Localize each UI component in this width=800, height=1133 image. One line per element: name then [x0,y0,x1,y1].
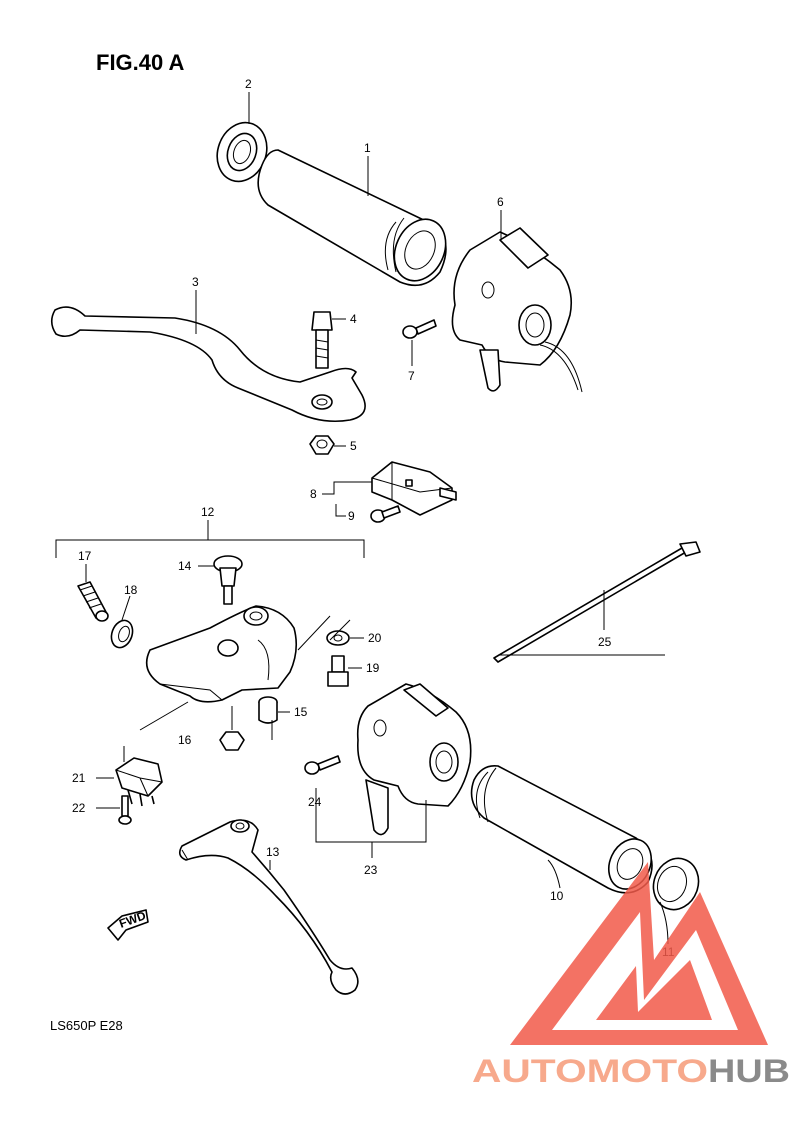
part-22-screw [118,795,132,825]
part-15-bushing [258,696,278,724]
part-label-21: 21 [72,771,86,785]
part-label-25: 25 [598,635,612,649]
part-4-pivot-bolt [311,311,333,369]
part-label-17: 17 [78,549,92,563]
part-1-throttle-tube [257,149,447,287]
part-label-1: 1 [364,141,371,155]
figure-title: FIG.40 A [96,50,185,75]
part-label-24: 24 [308,795,322,809]
part-3-brake-lever [50,306,366,423]
part-label-9: 9 [348,509,355,523]
part-16-nut [219,731,245,751]
part-7-screw [402,319,437,339]
part-label-6: 6 [497,195,504,209]
part-label-15: 15 [294,705,308,719]
leader-lines [85,92,669,945]
part-24-screw [304,755,341,775]
part-21-clutch-switch [115,757,163,807]
part-label-19: 19 [366,661,380,675]
part-11-end-cap [652,857,700,911]
part-25-cable-tie [493,541,701,663]
part-6-right-switch-housing [451,227,583,393]
part-18-locknut [110,619,134,649]
part-12-group-bracket [55,539,365,558]
part-19-bolt [327,655,349,687]
part-14-pin [213,555,243,605]
part-label-22: 22 [72,801,86,815]
fwd-arrow-icon: FWD [107,908,149,941]
part-label-8: 8 [310,487,317,501]
part-label-23: 23 [364,863,378,877]
part-label-16: 16 [178,733,192,747]
part-9-screw [370,505,401,523]
part-label-12: 12 [201,505,215,519]
part-17-adjuster [77,581,109,622]
part-label-14: 14 [178,559,192,573]
part-label-5: 5 [350,439,357,453]
watermark-logo-icon [510,862,768,1045]
part-23-left-switch-housing [356,683,472,836]
part-13-clutch-lever [178,819,359,995]
part-5-nut [309,435,335,455]
watermark-text: AUTOMOTO HUB [472,1053,790,1089]
part-8-brake-switch [371,461,457,516]
part-12-lever-holder [145,605,298,703]
part-label-10: 10 [550,889,564,903]
part-number-labels: 2 1 3 4 5 6 7 8 9 12 14 17 18 20 19 15 1… [72,77,675,959]
part-20-washer [326,630,350,646]
part-2-ring [216,121,268,183]
part-label-3: 3 [192,275,199,289]
watermark-text-b: HUB [708,1053,790,1089]
part-label-4: 4 [350,312,357,326]
part-10-left-grip [470,764,653,894]
part-label-13: 13 [266,845,280,859]
part-label-18: 18 [124,583,138,597]
watermark-text-a: AUTOMOTO [472,1053,708,1089]
part-label-20: 20 [368,631,382,645]
part-label-7: 7 [408,369,415,383]
part-label-2: 2 [245,77,252,91]
model-code: LS650P E28 [50,1018,123,1033]
